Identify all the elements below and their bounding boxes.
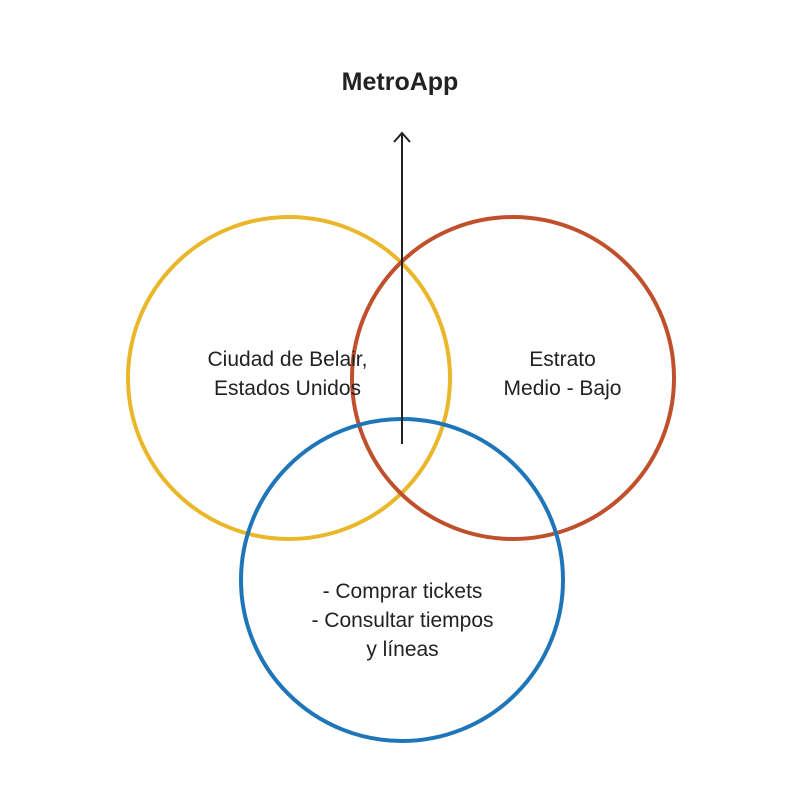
label-line: Medio - Bajo — [503, 377, 622, 400]
label-line: Estados Unidos — [213, 377, 362, 400]
circle-location — [126, 215, 452, 541]
circle-stratum — [350, 215, 676, 541]
arrow-head — [393, 131, 411, 143]
circle-label-location: Ciudad de Belair, Estados Unidos — [115, 345, 460, 403]
label-line: - Comprar tickets — [322, 580, 483, 603]
circle-label-features: - Comprar tickets - Consultar tiempos y … — [220, 577, 585, 664]
label-line: - Consultar tiempos — [311, 609, 494, 632]
diagram-title: MetroApp — [341, 68, 459, 96]
arrow-up-icon — [393, 131, 411, 444]
circle-label-stratum: Estrato Medio - Bajo — [390, 345, 735, 403]
label-line: y líneas — [366, 638, 439, 661]
label-line: Ciudad de Belair, — [207, 348, 368, 371]
label-line: Estrato — [529, 348, 596, 371]
